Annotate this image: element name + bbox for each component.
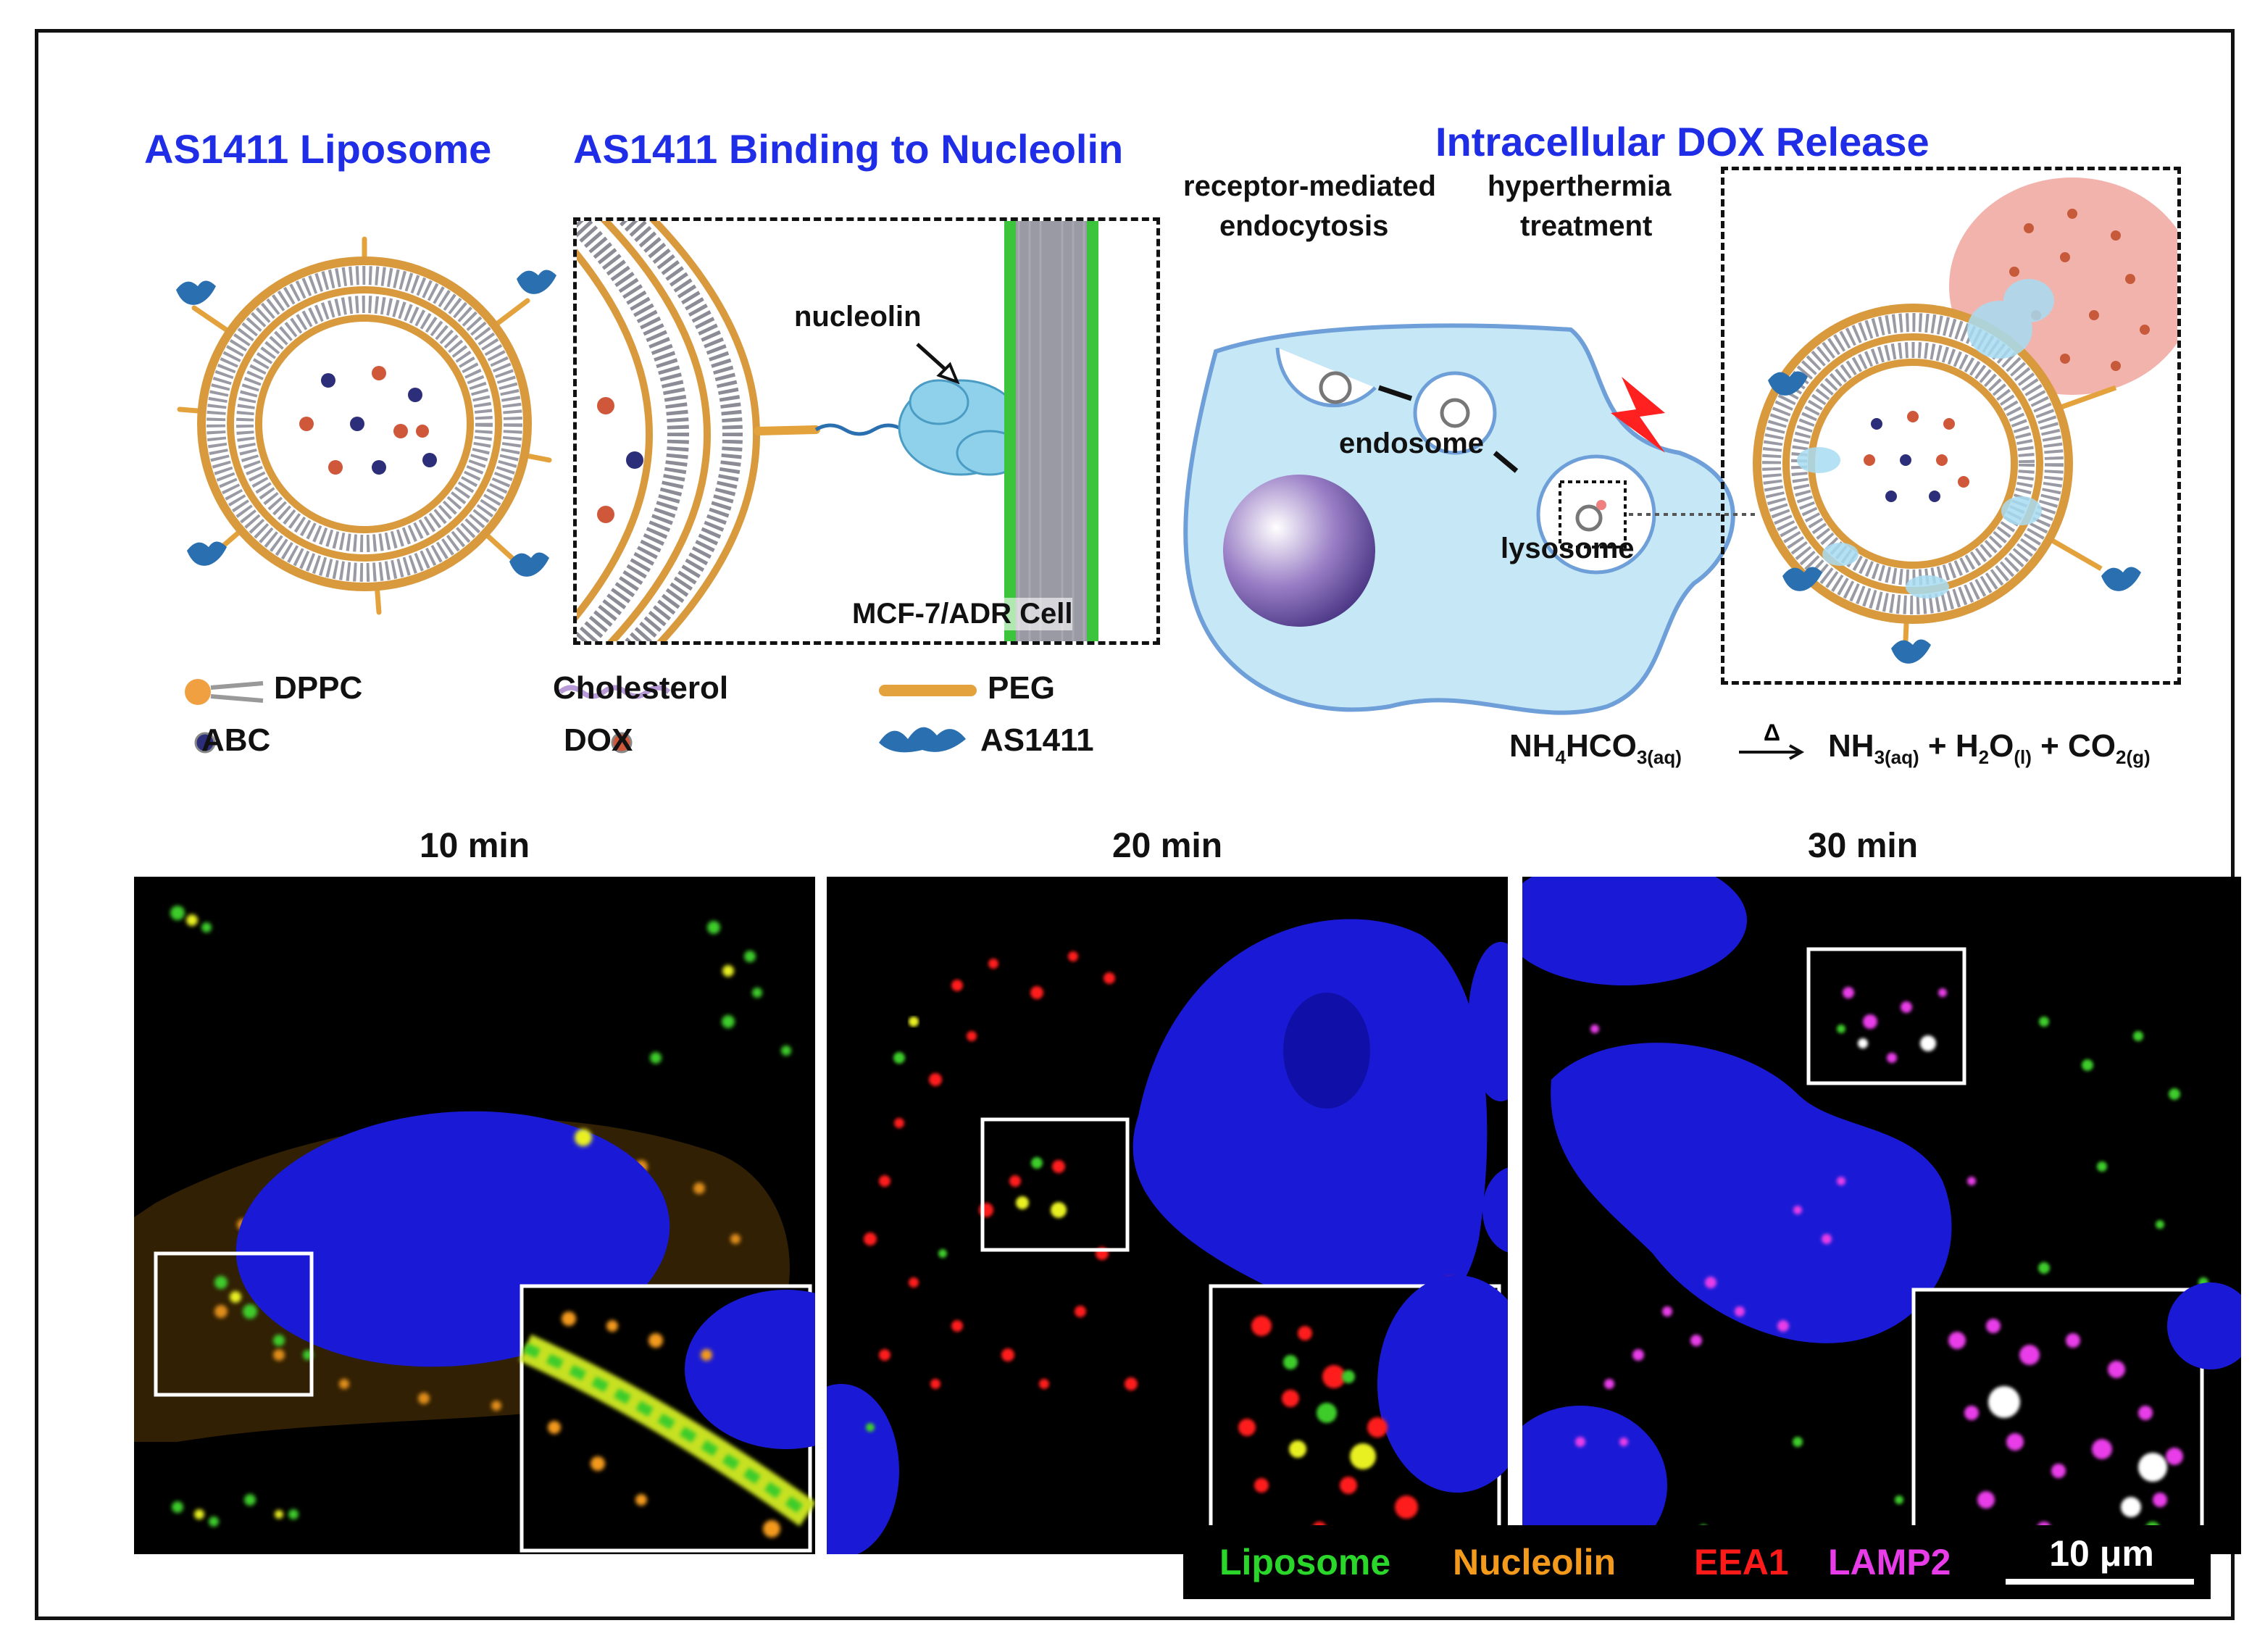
membrane-binding-diagram	[577, 221, 1098, 641]
time-label-20min: 20 min	[1111, 827, 1223, 865]
title-binding-nucleolin: AS1411 Binding to Nucleolin	[573, 126, 1124, 172]
channel-legend: Liposome Nucleolin EEA1 LAMP2 10 μm	[1183, 1525, 2211, 1599]
legend-nucleolin: Nucleolin	[1453, 1542, 1617, 1582]
key-cholesterol: Cholesterol	[553, 670, 729, 706]
figure-frame: AS1411 Liposome AS1411 Binding to Nucleo…	[35, 29, 2241, 1620]
key-symbols	[185, 679, 977, 754]
label-lysosome: lysosome	[1501, 533, 1635, 564]
key-peg: PEG	[988, 670, 1055, 706]
reaction-products: NH3(aq) + H2O(l) + CO2(g)	[1828, 728, 2151, 768]
micrograph-10min	[134, 877, 815, 1554]
micrograph-10min-image	[134, 906, 815, 1553]
reaction-equation: NH4HCO3(aq)	[1509, 728, 1682, 768]
legend-eea1: EEA1	[1694, 1542, 1789, 1582]
label-endosome: endosome	[1339, 427, 1485, 459]
label-cell-line: MCF-7/ADR Cell	[852, 598, 1073, 630]
reaction-arrow: Δ	[1738, 721, 1806, 764]
liposome-diagram	[176, 236, 556, 615]
title-as1411-liposome: AS1411 Liposome	[144, 126, 492, 172]
label-nucleolin: nucleolin	[794, 301, 922, 333]
release-inset-box	[1721, 167, 2181, 685]
key-dppc: DPPC	[274, 670, 363, 706]
cell-endocytosis-diagram	[1183, 323, 1759, 715]
label-receptor-line1: receptor-mediated	[1183, 170, 1436, 202]
binding-inset-box: nucleolin MCF-7/ADR Cell	[573, 217, 1160, 645]
title-dox-release: Intracellular DOX Release	[1435, 119, 1930, 164]
legend-liposome: Liposome	[1219, 1542, 1391, 1582]
label-hyper-line1: hyperthermia	[1488, 170, 1672, 202]
micrograph-30min-image	[1522, 877, 2241, 1554]
time-label-10min: 10 min	[419, 827, 530, 865]
micrograph-20min	[827, 877, 1508, 1554]
key-abc: ABC	[201, 722, 271, 758]
time-label-30min: 30 min	[1807, 827, 1919, 865]
label-hyper-line2: treatment	[1520, 210, 1653, 242]
scale-bar	[2006, 1579, 2194, 1585]
scale-bar-label: 10 μm	[2049, 1533, 2154, 1574]
legend-lamp2: LAMP2	[1828, 1542, 1951, 1582]
dox-release-diagram	[1753, 178, 2177, 664]
arrow-icon	[1739, 744, 1805, 760]
key-as1411: AS1411	[980, 722, 1094, 758]
micrograph-30min	[1522, 877, 2241, 1554]
label-receptor-line2: endocytosis	[1219, 210, 1389, 242]
key-dox: DOX	[564, 722, 633, 758]
micrograph-20min-image	[827, 919, 1508, 1554]
